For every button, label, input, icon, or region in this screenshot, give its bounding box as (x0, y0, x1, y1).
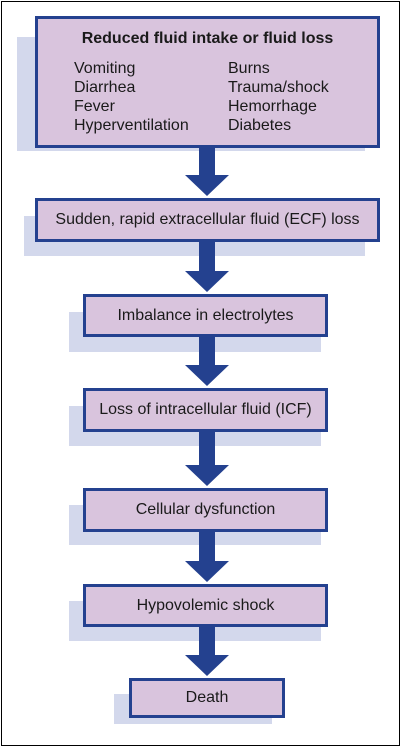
cause-item: Trauma/shock (228, 79, 329, 96)
cause-item: Diarrhea (74, 79, 136, 96)
down-arrow-icon (185, 336, 229, 386)
causes-list-left: Vomiting Diarrhea Fever Hyperventilation (74, 59, 189, 135)
step-label-5: Hypovolemic shock (136, 596, 275, 614)
down-arrow-icon (185, 241, 229, 292)
step-box-6: Death (129, 678, 285, 718)
down-arrow-icon (185, 531, 229, 582)
step-box-4: Cellular dysfunction (83, 488, 328, 532)
step-label-2: Imbalance in electrolytes (117, 306, 294, 324)
step-label-1: Sudden, rapid extracellular fluid (ECF) … (55, 211, 360, 228)
cause-item: Diabetes (228, 117, 292, 134)
down-arrow-icon (185, 431, 229, 486)
step-box-3: Loss of intracellular fluid (ICF) (83, 388, 328, 432)
cause-item: Vomiting (74, 60, 136, 77)
step-label-6: Death (185, 689, 229, 706)
step-label-3: Loss of intracellular fluid (ICF) (99, 401, 312, 418)
cause-item: Burns (228, 60, 270, 77)
causes-box: Reduced fluid intake or fluid loss Vomit… (35, 16, 380, 148)
cause-item: Hemorrhage (228, 98, 317, 115)
step-box-2: Imbalance in electrolytes (83, 294, 328, 337)
step-box-5: Hypovolemic shock (83, 584, 328, 627)
cause-item: Fever (74, 98, 115, 115)
step-label-4: Cellular dysfunction (135, 501, 276, 518)
causes-list-right: Burns Trauma/shock Hemorrhage Diabetes (228, 59, 329, 135)
down-arrow-icon (185, 147, 229, 196)
causes-title: Reduced fluid intake or fluid loss (81, 30, 334, 47)
step-box-1: Sudden, rapid extracellular fluid (ECF) … (35, 198, 380, 242)
cause-item: Hyperventilation (74, 117, 189, 134)
down-arrow-icon (185, 626, 229, 676)
